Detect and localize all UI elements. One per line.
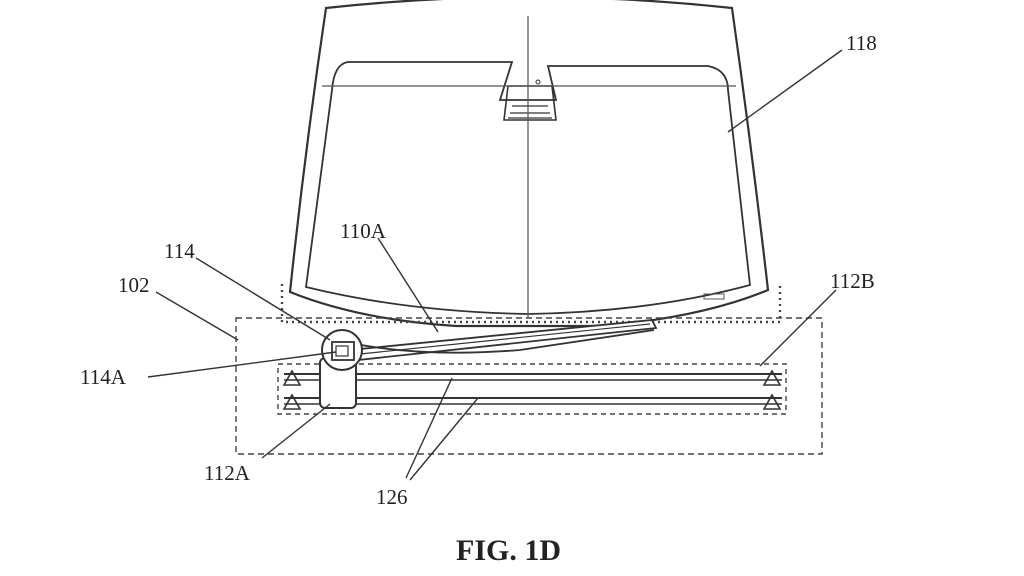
rail-end-triangle	[762, 369, 782, 386]
label-112A: 112A	[204, 461, 251, 485]
leader-112A	[261, 403, 331, 459]
leader-102	[155, 291, 239, 341]
label-126: 126	[376, 485, 408, 509]
label-102: 102	[118, 273, 150, 297]
rail-support-box	[277, 363, 787, 415]
windshield-inner	[305, 61, 751, 315]
pivot-cap	[331, 341, 355, 361]
label-114A: 114A	[80, 365, 127, 389]
label-110A: 110A	[340, 219, 387, 243]
pivot-cap-inner	[335, 345, 349, 357]
wiper-arm-inner	[359, 323, 651, 355]
leader-126-a	[405, 377, 453, 479]
leader-126-b	[409, 397, 479, 481]
leader-112B	[759, 289, 837, 367]
sensor-dot	[535, 79, 541, 85]
rail-end-triangle	[282, 369, 302, 386]
leader-114A	[147, 351, 337, 378]
rail-end-triangle	[762, 393, 782, 410]
label-114: 114	[164, 239, 195, 263]
leader-118	[727, 49, 843, 133]
leader-114	[195, 257, 331, 341]
label-112B: 112B	[830, 269, 875, 293]
leader-110A	[377, 237, 439, 333]
assembly-box	[235, 317, 823, 455]
label-118: 118	[846, 31, 877, 55]
sensor-housing	[503, 85, 557, 121]
glass-mark	[703, 293, 725, 300]
cowl-dotted-outline	[280, 284, 782, 324]
wiper-blade-curve	[345, 329, 655, 354]
rail-end-triangle	[282, 393, 302, 410]
windshield-outer	[288, 0, 770, 328]
figure-caption: FIG. 1D	[456, 534, 561, 567]
